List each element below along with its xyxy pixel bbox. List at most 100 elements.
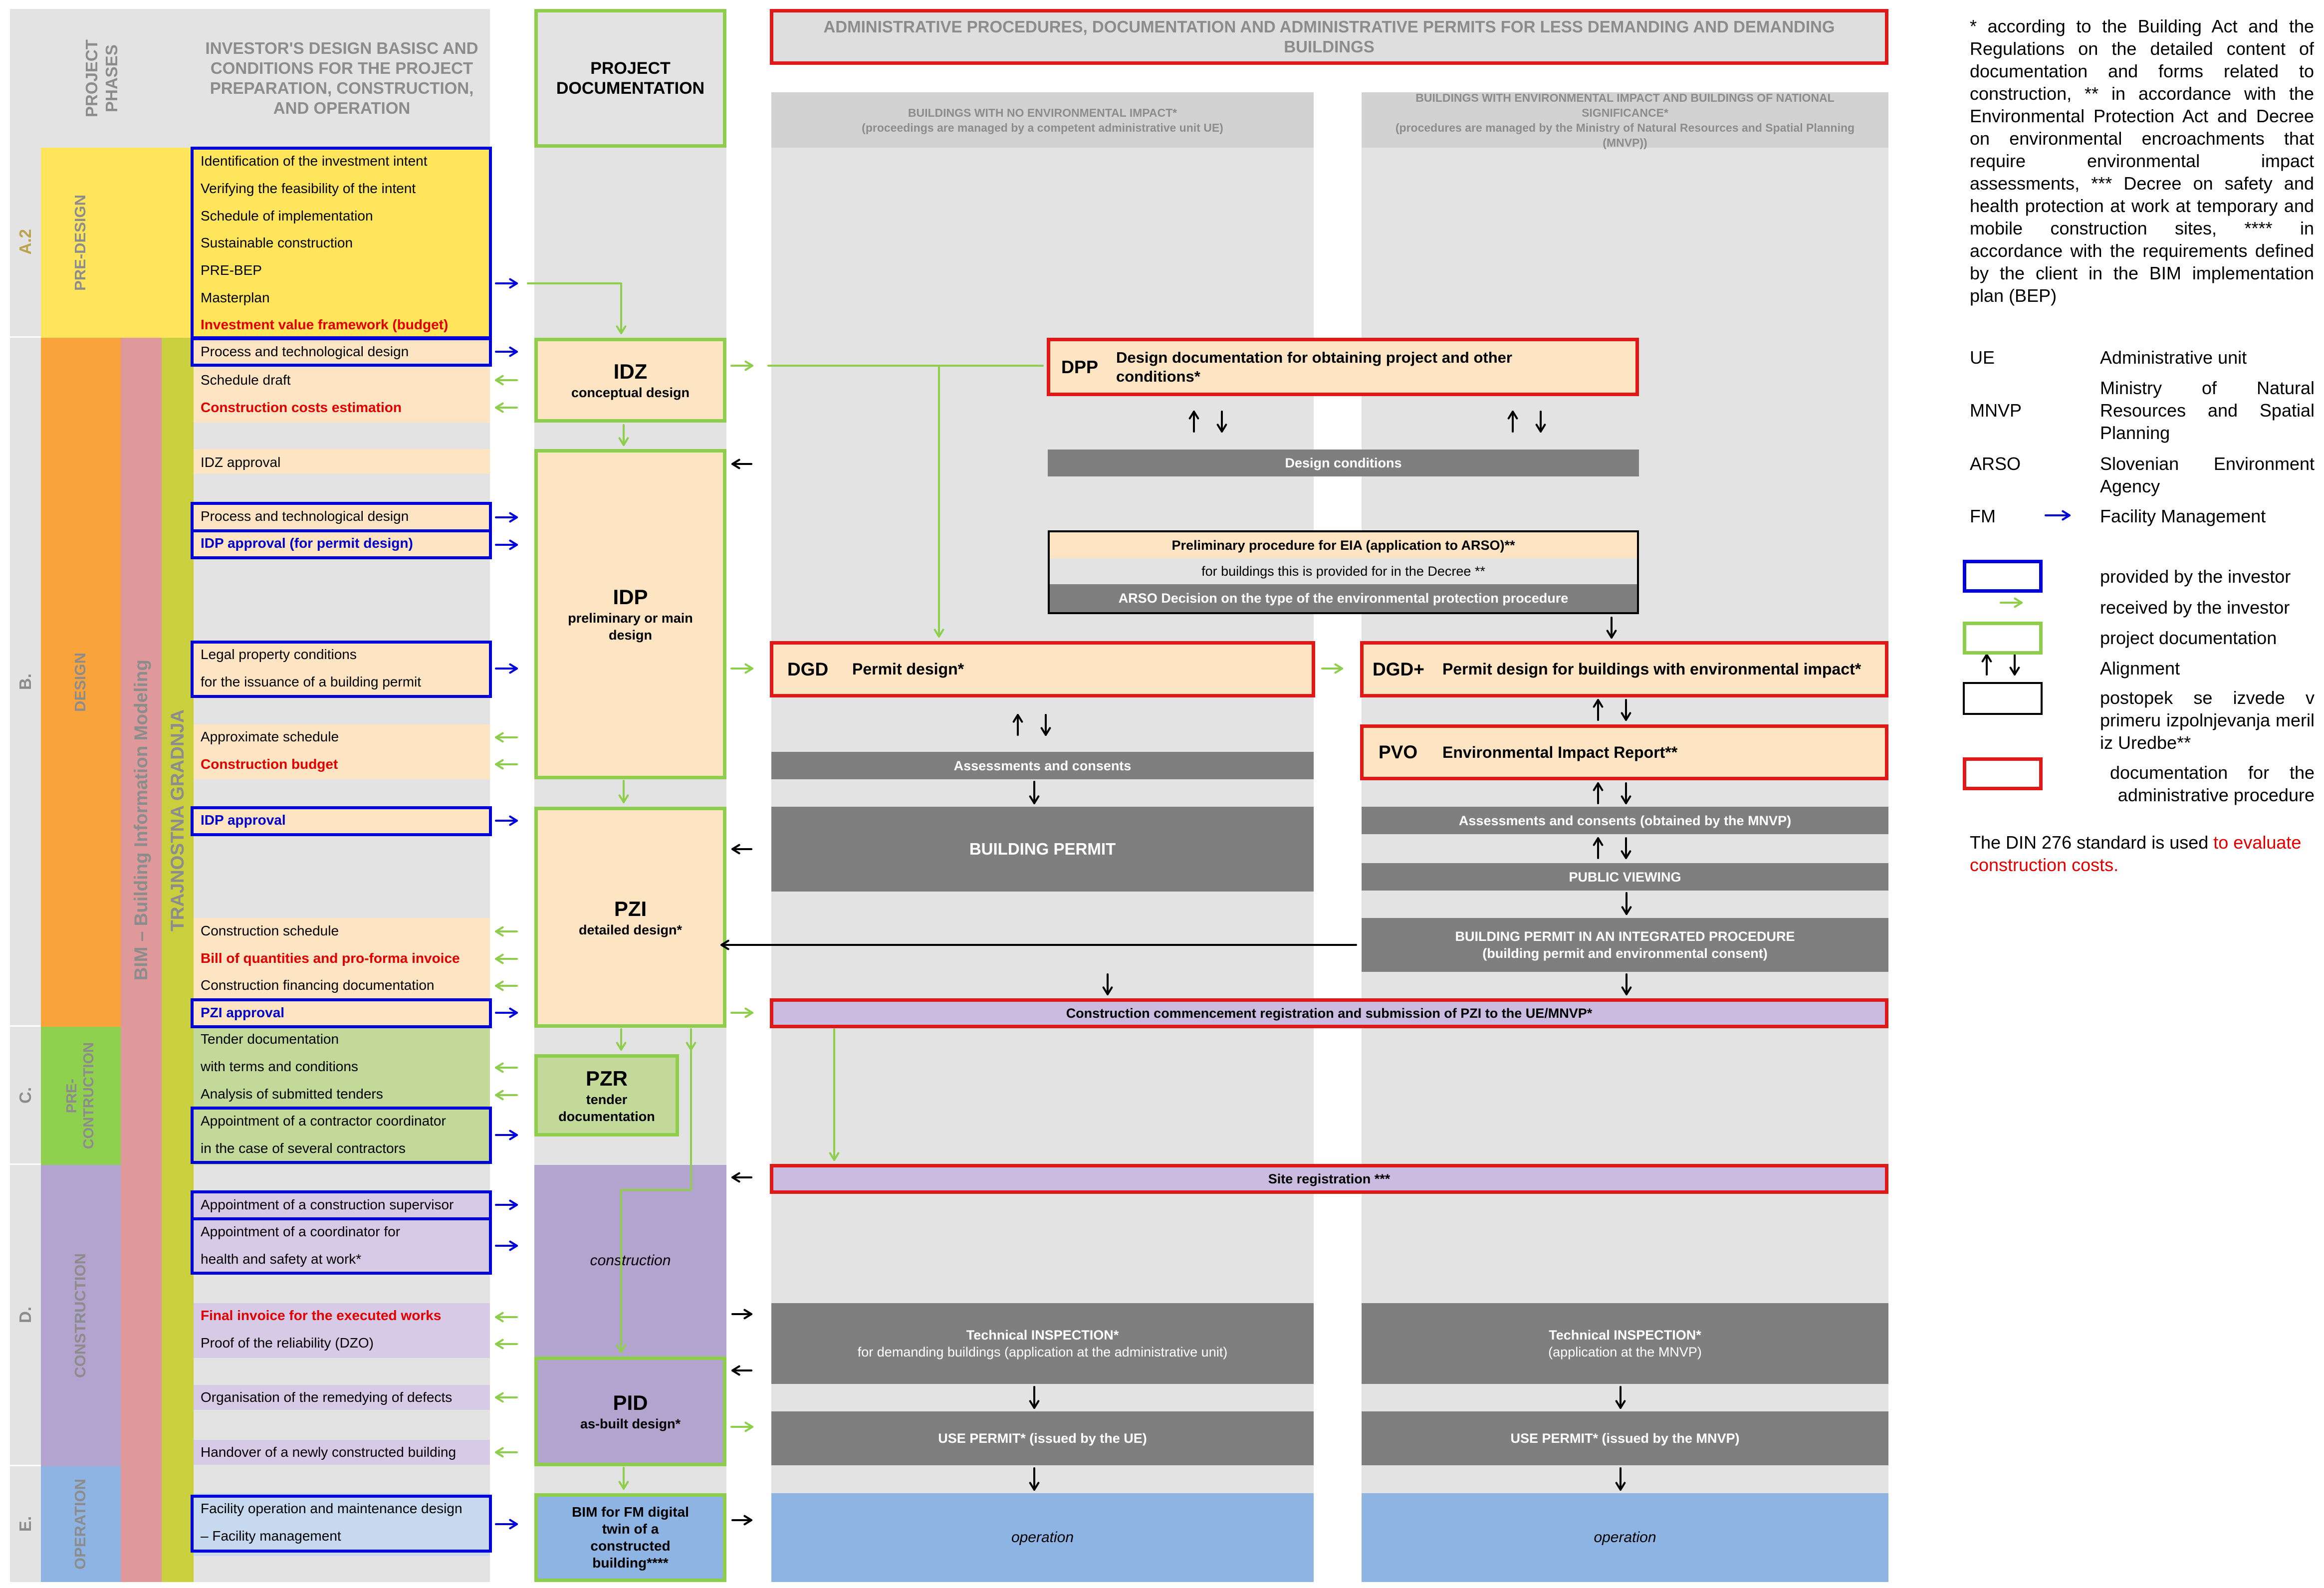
abbr-ue-def: Administrative unit — [2100, 347, 2247, 368]
row-process-tech-2: Process and technological design — [201, 508, 409, 524]
row-schedule-impl: Schedule of implementation — [201, 208, 373, 224]
tech-inspection-mnvp-title: Technical INSPECTION* — [1549, 1328, 1701, 1343]
flow-idp-pzi-head — [618, 794, 629, 803]
integrated-permit-subtitle: (building permit and environmental conse… — [1482, 946, 1768, 961]
black-arrow-right-1-head — [743, 1515, 752, 1526]
row-schedule-draft: Schedule draft — [201, 372, 291, 388]
mnvp-column-title: BUILDINGS WITH ENVIRONMENTAL IMPACT AND … — [1415, 91, 1835, 119]
flow-pzi-pzr-head — [616, 1042, 627, 1051]
legend-received: received by the investor — [2100, 597, 2290, 618]
rows-bg-d1 — [194, 1191, 490, 1273]
investor-box-idp-approval — [191, 806, 492, 836]
rows-bg-c — [194, 1027, 490, 1165]
doc-pzr-title: PZR — [586, 1066, 628, 1090]
rows-bg-b5 — [194, 642, 490, 697]
mnvp-column-subtitle: (procedures are managed by the Ministry … — [1395, 121, 1855, 149]
assessments-ue-bar: Assessments and consents — [771, 752, 1314, 779]
row-dzo: Proof of the reliability (DZO) — [201, 1335, 374, 1351]
admin-pvo: PVO Environmental Impact Report** — [1360, 724, 1888, 780]
row-several-contractors: in the case of several contractors — [201, 1140, 406, 1156]
admin-dgd-plus: DGD+ Permit design for buildings with en… — [1360, 641, 1888, 697]
doc-bim-fm: BIM for FM digital twin of a constructed… — [534, 1493, 726, 1582]
row-identification: Identification of the investment intent — [201, 153, 428, 169]
black-arrow-right-0-head — [743, 1309, 752, 1320]
phase-code-a: A.2 — [10, 148, 41, 338]
assessments-mnvp-bar: Assessments and consents (obtained by th… — [1362, 807, 1888, 834]
investor-box-legal — [191, 641, 492, 698]
green-arrow-0-head — [495, 375, 504, 386]
header-mnvp-column: BUILDINGS WITH ENVIRONMENTAL IMPACT AND … — [1362, 91, 1888, 149]
down-to-commencement-mnvp-head — [1621, 986, 1632, 995]
down-tech-use-mnvp-head — [1615, 1400, 1626, 1409]
blue-arrow-1-head — [509, 346, 518, 357]
legend-alignment-arrows-down-head — [2009, 667, 2020, 676]
doc-pid-title: PID — [613, 1391, 648, 1414]
admin-dgd: DGD Permit design* — [770, 641, 1315, 697]
trajnostna-bar: TRAJNOSTNA GRADNJA — [162, 338, 194, 1582]
abbr-arso-def: Slovenian Environment Agency — [2100, 454, 2315, 496]
building-permit-bar: BUILDING PERMIT — [771, 807, 1314, 892]
rows-bg-b1 — [194, 338, 490, 363]
integrated-permit-title: BUILDING PERMIT IN AN INTEGRATED PROCEDU… — [1455, 929, 1795, 944]
flow-pzi-pid-head — [616, 1344, 627, 1353]
blue-arrow-4-head — [509, 663, 518, 674]
down-use-op-mnvp-head — [1615, 1482, 1626, 1491]
header-band-left — [10, 9, 490, 148]
blue-arrow-3-head — [509, 539, 518, 550]
align-dgdp-pvo-down-head — [1621, 712, 1631, 721]
rows-bg-predesign — [194, 148, 490, 338]
green-arrow-3-head — [495, 759, 504, 770]
green-arrow-10-head — [495, 1339, 504, 1350]
public-viewing-bar: PUBLIC VIEWING — [1362, 863, 1888, 891]
admin-dpp: DPP Design documentation for obtaining p… — [1047, 338, 1639, 396]
blue-arrow-2-head — [509, 512, 518, 523]
black-arrow-left-3-head — [731, 1365, 740, 1376]
legend-fm-arrow-head — [2062, 510, 2071, 521]
tech-inspection-ue-title: Technical INSPECTION* — [966, 1328, 1119, 1343]
blue-arrow-8-head — [509, 1199, 518, 1210]
investor-box-process-1 — [191, 337, 492, 367]
align-assess-public-up-head — [1593, 837, 1604, 846]
row-idp-approval: IDP approval — [201, 812, 286, 828]
down-tech-use-ue-head — [1029, 1400, 1040, 1409]
green-arrow-1-head — [495, 402, 504, 413]
row-cost-estimation: Construction costs estimation — [201, 400, 402, 415]
row-process-tech-1: Process and technological design — [201, 344, 409, 359]
flow-idz-out-head — [744, 360, 753, 371]
align-dgd-up-head — [1012, 714, 1023, 723]
blue-arrow-9-head — [509, 1240, 518, 1251]
row-idz-approval: IDZ approval — [201, 454, 281, 470]
phase-code-d: D. — [10, 1165, 41, 1466]
abbr-mnvp: MNVP — [1970, 400, 2022, 421]
abbr-ue: UE — [1970, 347, 1995, 368]
rows-bg-b6 — [194, 724, 490, 779]
header-admin-procedures: ADMINISTRATIVE PROCEDURES, DOCUMENTATION… — [770, 9, 1888, 65]
flow-pzi-pid — [620, 1028, 692, 1353]
row-issuance-permit: for the issuance of a building permit — [201, 674, 422, 689]
green-arrow-6-head — [495, 980, 504, 991]
row-idp-approval-permit: IDP approval (for permit design) — [201, 535, 413, 551]
green-arrow-5-head — [495, 953, 504, 964]
row-construction-budget: Construction budget — [201, 756, 338, 772]
row-financing: Construction financing documentation — [201, 977, 435, 993]
black-arrow-left-2-head — [731, 1172, 740, 1183]
footnote-text: * according to the Building Act and the … — [1970, 16, 2314, 306]
doc-pzr: PZR tender documentation — [534, 1054, 679, 1136]
rows-bg-b7 — [194, 807, 490, 834]
dgd-code: DGD — [787, 659, 829, 680]
operation-ue: operation — [771, 1493, 1314, 1582]
legend-red-box — [1963, 757, 2043, 790]
green-arrow-9-head — [495, 1312, 504, 1323]
eia-box: Preliminary procedure for EIA (applicati… — [1048, 530, 1639, 614]
dpp-code: DPP — [1061, 356, 1099, 377]
ue-column-subtitle: (proceedings are managed by a competent … — [862, 121, 1223, 134]
dgd-plus-text: Permit design for buildings with environ… — [1442, 660, 1861, 678]
row-coordinator-safety: Appointment of a coordinator for — [201, 1224, 401, 1239]
legend-alignment-arrows-up-head — [1981, 654, 1992, 663]
legend-black-box — [1963, 682, 2043, 715]
rows-bg-b3 — [194, 449, 490, 474]
abbr-mnvp-def: Ministry of Natural Resources and Spatia… — [2100, 378, 2315, 443]
legend-red: documentation for the administrative pro… — [2110, 762, 2315, 805]
